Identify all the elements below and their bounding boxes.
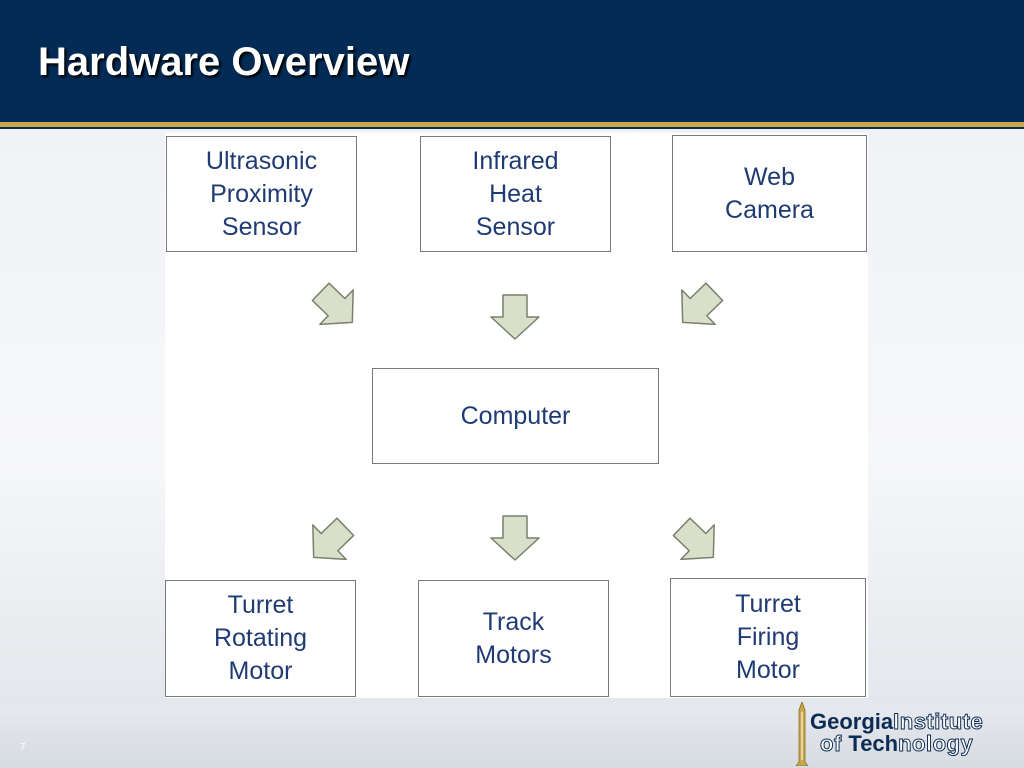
navy-divider bbox=[0, 127, 1024, 129]
node-web-camera: Web Camera bbox=[672, 135, 867, 252]
node-ultrasonic-sensor: Ultrasonic Proximity Sensor bbox=[166, 136, 357, 252]
node-infrared-sensor: Infrared Heat Sensor bbox=[420, 136, 611, 252]
node-turret-rotating-motor: Turret Rotating Motor bbox=[165, 580, 356, 697]
georgia-tech-logo: GeorgiaInstitute of Technology bbox=[792, 700, 1024, 768]
node-computer: Computer bbox=[372, 368, 659, 464]
footer-bar bbox=[0, 706, 1024, 768]
hardware-diagram: Ultrasonic Proximity Sensor Infrared Hea… bbox=[165, 133, 868, 698]
node-track-motors: Track Motors bbox=[418, 580, 609, 697]
node-turret-firing-motor: Turret Firing Motor bbox=[670, 578, 866, 697]
arrow-camera-to-computer bbox=[681, 282, 724, 326]
arrow-computer-to-turret-firing bbox=[672, 517, 715, 561]
arrows-layer bbox=[311, 282, 724, 561]
logo-line-2: of Technology bbox=[819, 731, 974, 756]
page-number: 7 bbox=[20, 742, 26, 753]
arrow-ultrasonic-to-computer bbox=[311, 282, 354, 326]
tech-tower-icon bbox=[795, 702, 809, 766]
gold-divider bbox=[0, 122, 1024, 127]
slide-title: Hardware Overview bbox=[38, 40, 410, 84]
arrow-computer-to-turret-rotating bbox=[312, 517, 355, 561]
logo-nology: nology bbox=[898, 731, 974, 756]
arrow-infrared-to-computer bbox=[490, 294, 540, 340]
logo-of: of bbox=[819, 731, 849, 756]
logo-line-1: GeorgiaInstitute bbox=[810, 709, 984, 734]
arrow-computer-to-track-motors bbox=[490, 515, 540, 561]
title-bar: Hardware Overview bbox=[0, 0, 1024, 122]
logo-institute: Institute bbox=[893, 709, 984, 734]
logo-tech: Tech bbox=[848, 731, 899, 756]
logo-georgia: Georgia bbox=[810, 709, 894, 734]
